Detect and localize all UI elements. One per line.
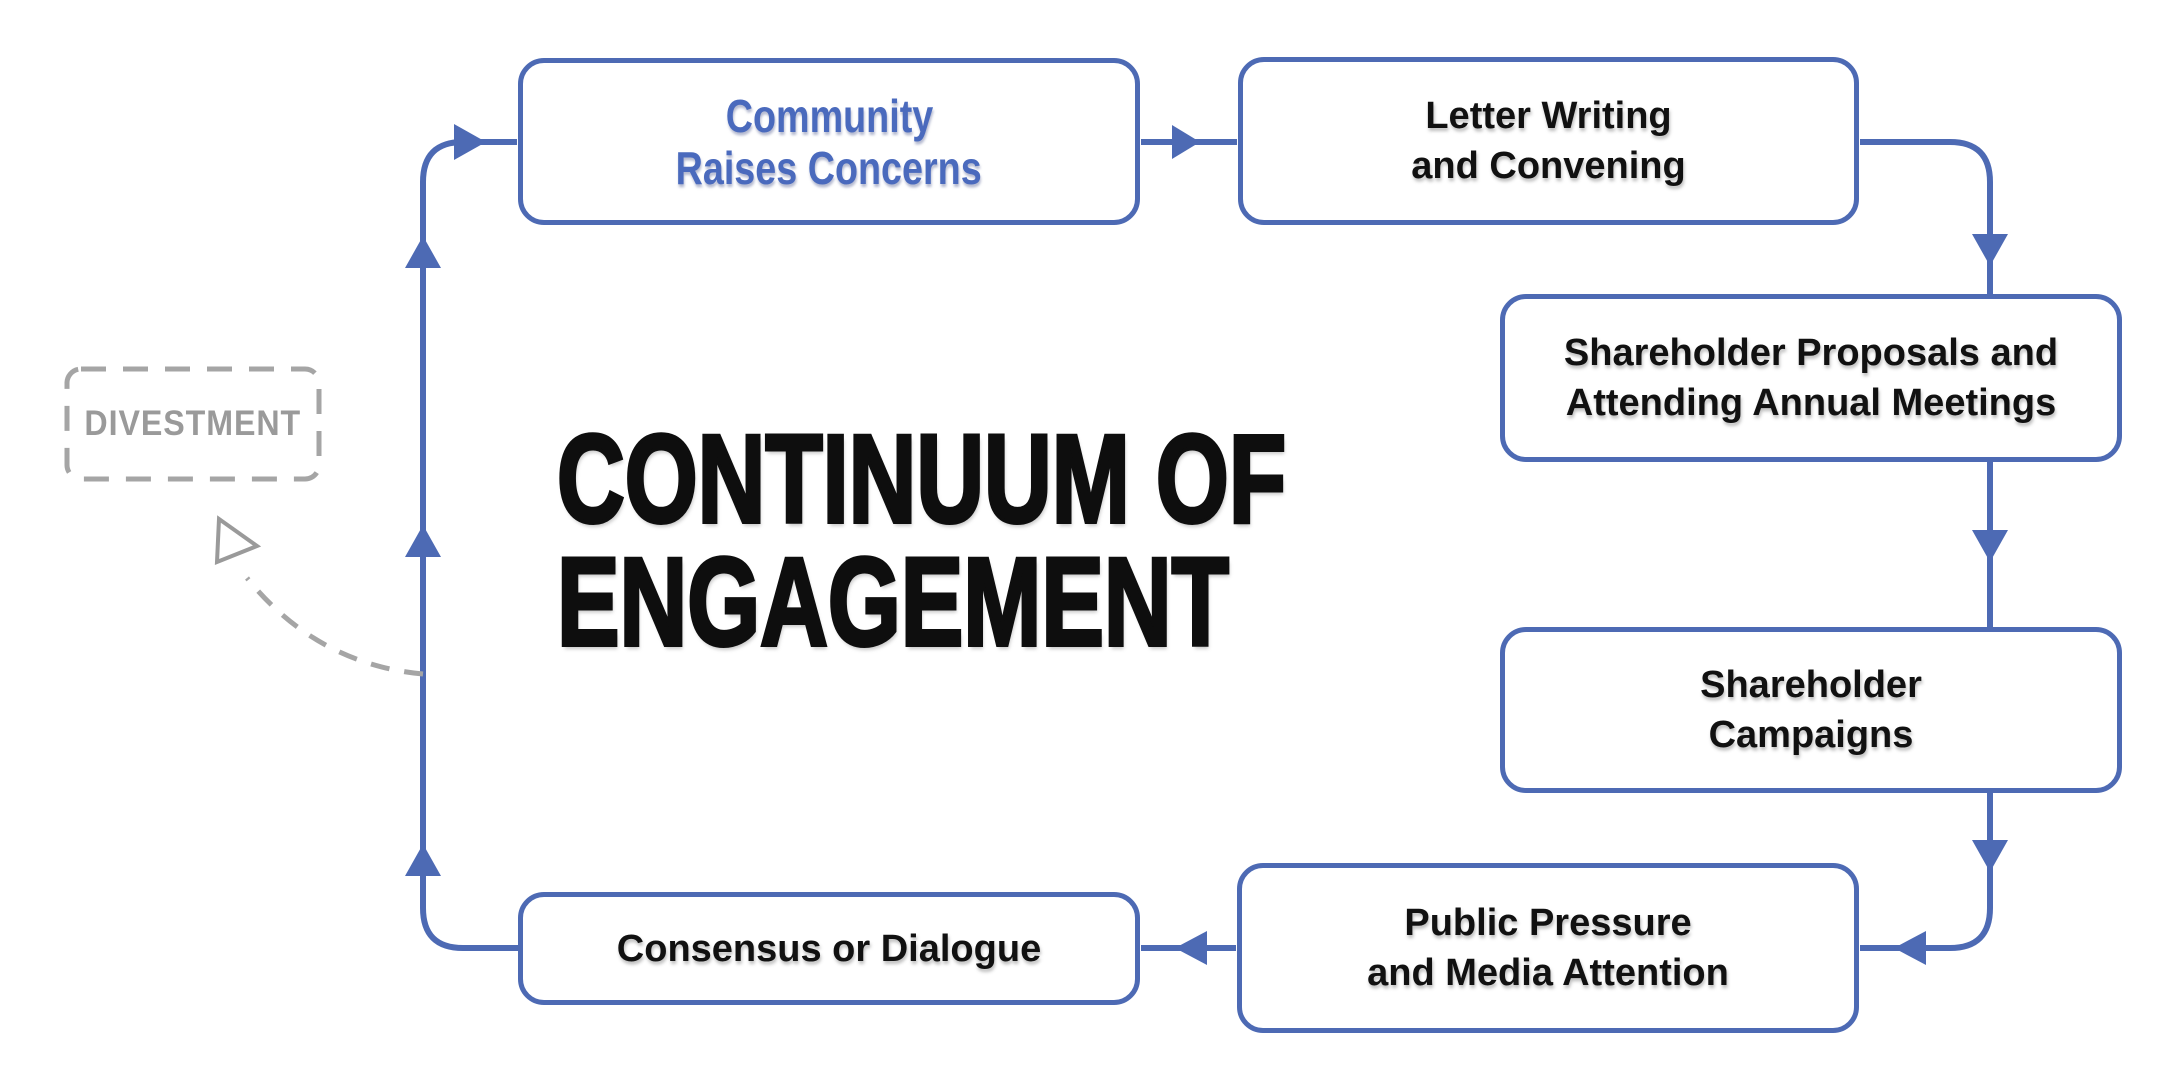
- divestment-dashed-curve: [245, 576, 424, 677]
- node-label-line: Community: [725, 89, 933, 142]
- node-label-line: Attending Annual Meetings: [1565, 382, 2057, 424]
- node-label-line: Campaigns: [1708, 714, 1914, 756]
- arrow-up-left-rail-top-icon: [405, 236, 441, 268]
- arrow-left-into-public-pressure-icon: [1894, 931, 1926, 965]
- arrow-up-left-rail-bottom-icon: [405, 844, 441, 876]
- node-label-line: Letter Writing: [1425, 95, 1672, 137]
- node-label-line: Public Pressure: [1404, 902, 1692, 944]
- arrow-down-into-campaigns-icon: [1972, 530, 2008, 562]
- node-label-line: Consensus or Dialogue: [616, 927, 1042, 970]
- node-letter-writing: Letter Writing and Convening: [1238, 57, 1859, 225]
- arrow-left-into-consensus-icon: [1175, 931, 1207, 965]
- arrow-down-into-proposals-icon: [1972, 234, 2008, 266]
- page-title-line1: CONTINUUM OF: [555, 410, 1287, 549]
- node-shareholder-campaigns: Shareholder Campaigns: [1500, 627, 2122, 793]
- node-label-line: and Convening: [1411, 145, 1686, 187]
- divestment-hollow-arrowhead-icon: [214, 515, 262, 566]
- right-rail-connector: [1860, 139, 1993, 951]
- node-public-pressure: Public Pressure and Media Attention: [1237, 863, 1859, 1033]
- divestment-text: DIVESTMENT: [84, 404, 302, 443]
- node-consensus-or-dialogue: Consensus or Dialogue: [518, 892, 1140, 1005]
- arrow-up-left-rail-middle-icon: [405, 525, 441, 557]
- arrow-right-top-gap-icon: [1172, 125, 1200, 159]
- node-community-raises-concerns: Community Raises Concerns: [518, 58, 1140, 225]
- divestment-dashed-box: [64, 366, 322, 482]
- page-title: CONTINUUM OF ENGAGEMENT: [555, 410, 1529, 672]
- node-shareholder-proposals: Shareholder Proposals and Attending Annu…: [1500, 294, 2122, 462]
- node-label-line: and Media Attention: [1367, 952, 1729, 994]
- node-label-line: Shareholder: [1700, 664, 1922, 706]
- node-label-line: Raises Concerns: [675, 141, 983, 194]
- divestment-label: DIVESTMENT: [64, 366, 322, 482]
- arrow-down-right-rail-bottom-icon: [1972, 840, 2008, 872]
- arrow-right-into-community-icon: [454, 124, 486, 160]
- node-label-line: Shareholder Proposals and: [1563, 332, 2059, 374]
- page-title-line2: ENGAGEMENT: [555, 533, 1230, 672]
